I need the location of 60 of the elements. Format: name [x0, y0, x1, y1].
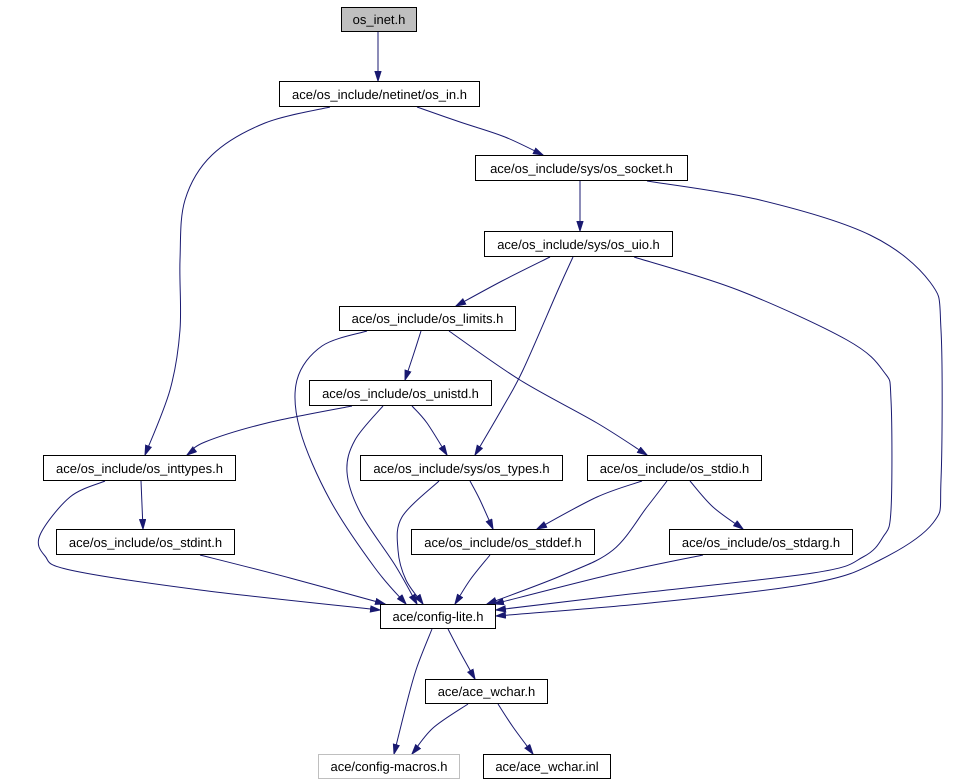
file-box — [56, 529, 235, 555]
file-name: ace/os_include/sys/os_uio.h — [497, 236, 660, 252]
arrow — [448, 330, 648, 456]
file-box — [587, 455, 762, 481]
file-box — [669, 529, 853, 555]
arrow — [496, 256, 892, 612]
arrow — [144, 106, 330, 456]
file-box — [475, 155, 688, 181]
arrow — [412, 406, 448, 456]
arrow — [496, 180, 943, 619]
file-name: ace/ace_wchar.h — [438, 684, 536, 699]
file-name: ace/os_include/os_stdint.h — [68, 534, 222, 550]
file-name: ace/os_include/sys/os_socket.h — [490, 160, 673, 176]
file-name: ace/os_include/os_stdio.h — [600, 460, 750, 476]
arrow — [536, 480, 642, 530]
arrow — [456, 256, 550, 306]
arrow — [474, 256, 574, 456]
file-box — [339, 306, 516, 331]
arrow — [416, 106, 544, 156]
file-box — [360, 455, 563, 481]
file-box — [341, 7, 417, 32]
file-name: ace/ace_wchar.inl — [495, 759, 599, 774]
arrow — [690, 480, 744, 530]
file-name: os_inet.h — [352, 12, 406, 27]
file-name: ace/config-macros.h — [330, 759, 448, 774]
file-name: ace/config-lite.h — [392, 609, 484, 624]
file-name: ace/os_include/os_stddef.h — [424, 534, 582, 550]
file-box — [380, 604, 496, 629]
arrow — [486, 480, 668, 604]
file-name: ace/os_include/netinet/os_in.h — [292, 86, 467, 102]
arrow — [200, 554, 386, 605]
arrow — [470, 480, 494, 530]
arrow — [294, 330, 406, 604]
arrow — [396, 480, 440, 604]
file-box — [279, 81, 480, 107]
file-box — [411, 529, 595, 555]
arrow — [454, 554, 490, 604]
arrow — [38, 480, 380, 612]
arrow — [186, 406, 352, 456]
file-box — [483, 754, 611, 779]
arrow — [374, 32, 382, 82]
arrow — [412, 704, 468, 754]
file-name: ace/os_include/os_stdarg.h — [682, 534, 840, 550]
arrow — [392, 628, 432, 754]
file-box — [425, 679, 548, 704]
file-box — [43, 455, 236, 481]
file-name: ace/os_include/sys/os_types.h — [373, 460, 550, 476]
file-box — [318, 754, 460, 779]
arrow — [139, 480, 146, 530]
arrow — [448, 628, 476, 680]
file-name: ace/os_include/os_inttypes.h — [56, 460, 223, 476]
arrow — [346, 406, 418, 604]
file-name: ace/os_include/os_unistd.h — [322, 386, 479, 400]
arrow — [494, 554, 704, 606]
file-box — [484, 231, 673, 257]
file-name: ace/os_include/os_limits.h — [352, 311, 504, 326]
arrow — [498, 704, 534, 754]
file-box — [309, 380, 492, 406]
arrow — [404, 330, 422, 380]
arrow — [576, 180, 584, 232]
